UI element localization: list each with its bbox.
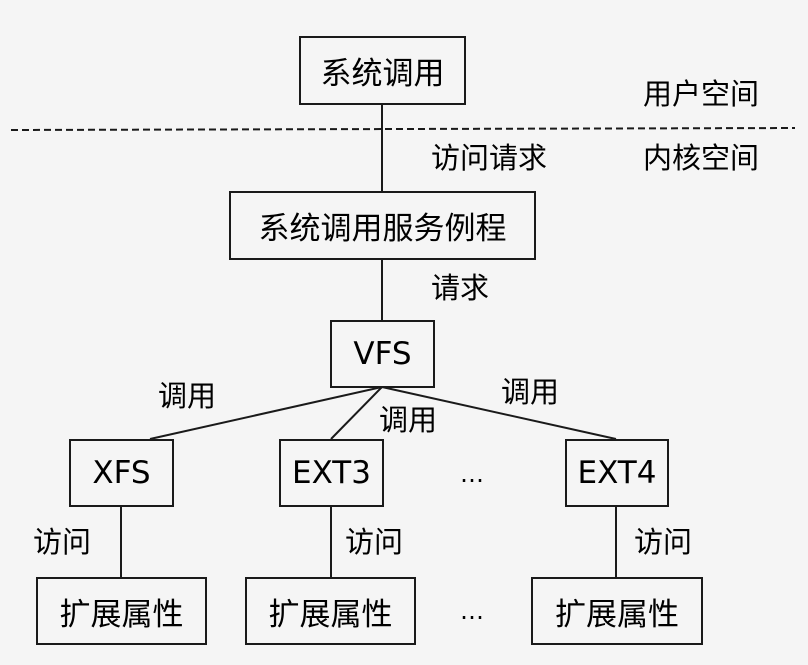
node-service-label: 系统调用服务例程 bbox=[258, 211, 507, 247]
node-attr-ext3: 扩展属性 bbox=[245, 577, 416, 645]
edge-vfs-ext3 bbox=[330, 386, 383, 440]
node-ext3: EXT3 bbox=[279, 439, 384, 507]
region-user-space-label: 用户空间 bbox=[643, 77, 760, 111]
edge-vfs-ext4 bbox=[381, 386, 617, 440]
edge-label-call-xfs: 调用 bbox=[158, 379, 217, 413]
node-service-routine: 系统调用服务例程 bbox=[229, 191, 536, 260]
edge-label-call-ext3: 调用 bbox=[379, 403, 438, 437]
edge-label-access-ext3: 访问 bbox=[345, 525, 404, 559]
node-attr-ext3-label: 扩展属性 bbox=[268, 596, 393, 633]
node-ext4-label: EXT4 bbox=[577, 455, 657, 491]
edge-label-access-ext4: 访问 bbox=[634, 525, 693, 559]
region-kernel-space-label: 内核空间 bbox=[643, 141, 760, 175]
node-vfs: VFS bbox=[330, 320, 435, 388]
node-ext3-label: EXT3 bbox=[292, 455, 371, 491]
edge-label-access-xfs: 访问 bbox=[33, 525, 92, 559]
node-ext4: EXT4 bbox=[565, 439, 669, 507]
node-attr-ext4: 扩展属性 bbox=[531, 577, 703, 645]
edge-label-call-ext4: 调用 bbox=[501, 375, 560, 409]
edge-label-access-request: 访问请求 bbox=[431, 141, 548, 175]
node-attr-xfs: 扩展属性 bbox=[36, 577, 207, 645]
ellipsis-attributes: … bbox=[460, 597, 484, 625]
node-attr-xfs-label: 扩展属性 bbox=[59, 596, 184, 633]
node-vfs-label: VFS bbox=[353, 336, 412, 372]
user-kernel-boundary bbox=[10, 127, 796, 131]
node-xfs-label: XFS bbox=[92, 455, 151, 491]
node-syscall-label: 系统调用 bbox=[320, 56, 445, 92]
edge-vfs-xfs bbox=[149, 386, 383, 440]
edge-label-request: 请求 bbox=[431, 271, 490, 305]
node-attr-ext4-label: 扩展属性 bbox=[555, 596, 679, 633]
ellipsis-filesystems: … bbox=[460, 460, 484, 488]
node-xfs: XFS bbox=[69, 439, 174, 507]
node-syscall: 系统调用 bbox=[299, 36, 466, 105]
